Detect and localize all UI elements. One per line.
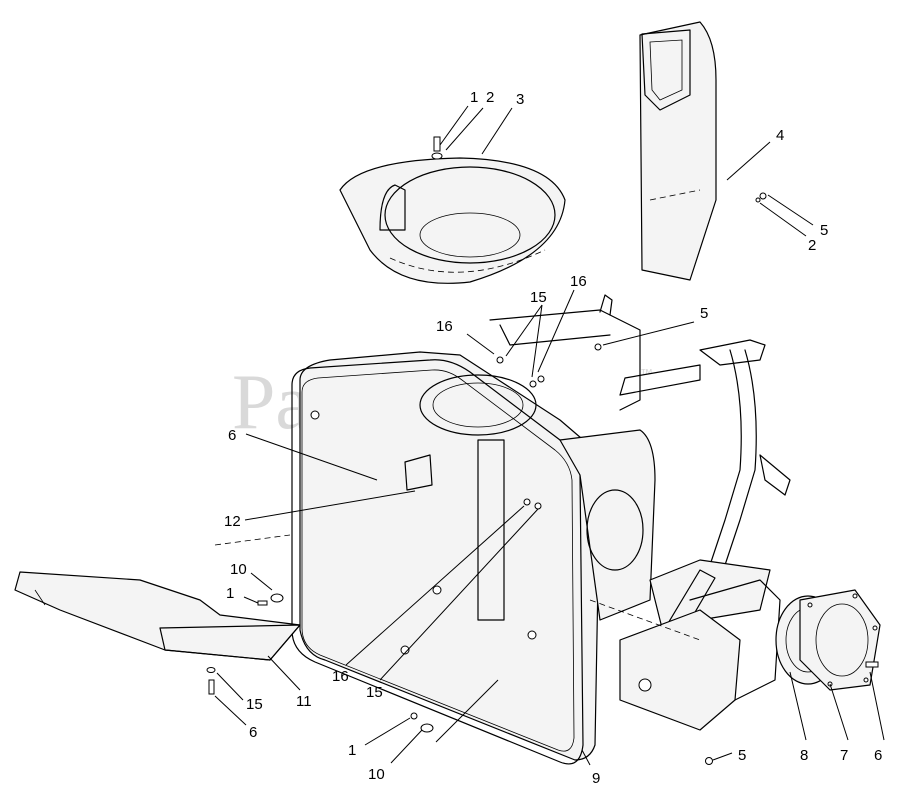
bolt-washer-left[interactable] <box>257 593 284 606</box>
leader-lines <box>214 105 885 766</box>
chute-part[interactable] <box>639 21 717 281</box>
handle-arm-part[interactable] <box>699 339 791 581</box>
nut-15-16-top[interactable] <box>496 356 545 388</box>
callout-10-left: 10 <box>230 561 247 578</box>
flange-ring-part[interactable] <box>799 589 881 691</box>
callout-5-bottom: 5 <box>738 747 746 764</box>
callout-15-left: 15 <box>246 696 263 713</box>
callout-1-top: 1 <box>470 89 478 106</box>
callout-10-bottom: 10 <box>368 766 385 783</box>
callout-8: 8 <box>800 747 808 764</box>
callout-5-mid: 5 <box>700 305 708 322</box>
callout-5-right: 5 <box>820 222 828 239</box>
callout-1-left: 1 <box>226 585 234 602</box>
callout-15-mid: 15 <box>366 684 383 701</box>
lower-frame-part[interactable] <box>589 559 781 731</box>
callout-3: 3 <box>516 91 524 108</box>
callout-16-top-right: 16 <box>570 273 587 290</box>
callout-7: 7 <box>840 747 848 764</box>
callout-6-bottom-left: 6 <box>249 724 257 741</box>
bolt-top[interactable] <box>431 136 443 160</box>
bracket-12[interactable] <box>404 454 433 491</box>
nut-5-right[interactable] <box>755 192 767 203</box>
bolt-right[interactable] <box>865 661 879 668</box>
watermark-trademark: ™ <box>640 366 653 381</box>
chute-bowl-part[interactable] <box>339 157 566 284</box>
deflector-part[interactable] <box>14 534 301 661</box>
nut-5-bottom[interactable] <box>705 757 713 765</box>
callout-9: 9 <box>592 770 600 787</box>
callout-6-left: 6 <box>228 427 236 444</box>
main-housing-part[interactable] <box>291 351 656 765</box>
callout-16-bottom: 16 <box>332 668 349 685</box>
callout-labels: 1 2 3 4 5 2 16 15 5 16 6 12 10 1 16 15 1… <box>224 89 882 787</box>
callout-1-bottom: 1 <box>348 742 356 759</box>
callout-15-top: 15 <box>530 289 547 306</box>
callout-16-top-left: 16 <box>436 318 453 335</box>
bolt-deflector[interactable] <box>206 667 216 695</box>
callout-6-right: 6 <box>874 747 882 764</box>
callout-2-right: 2 <box>808 237 816 254</box>
bolt-washer-bottom[interactable] <box>410 712 434 733</box>
callout-4: 4 <box>776 127 784 144</box>
callout-2-top: 2 <box>486 89 494 106</box>
callout-11: 11 <box>296 693 312 710</box>
callout-12: 12 <box>224 513 241 530</box>
